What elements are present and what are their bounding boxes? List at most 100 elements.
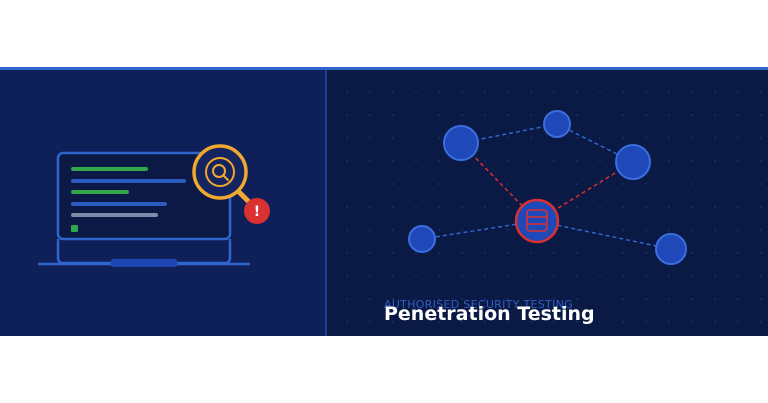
alert-symbol: ! xyxy=(254,204,260,220)
grid-dot xyxy=(737,183,739,185)
grid-dot xyxy=(484,183,486,185)
grid-dot xyxy=(346,229,348,231)
grid-dot xyxy=(438,114,440,116)
grid-dot xyxy=(691,298,693,300)
grid-dot xyxy=(737,229,739,231)
grid-dot xyxy=(737,275,739,277)
grid-dot xyxy=(369,252,371,254)
grid-dot xyxy=(691,229,693,231)
grid-dot xyxy=(369,160,371,162)
grid-dot xyxy=(645,114,647,116)
grid-dot xyxy=(599,252,601,254)
grid-dot xyxy=(415,321,417,323)
grid-dot xyxy=(737,91,739,93)
grid-dot xyxy=(576,183,578,185)
grid-dot xyxy=(415,275,417,277)
grid-dot xyxy=(691,160,693,162)
grid-dot xyxy=(691,321,693,323)
grid-dot xyxy=(484,298,486,300)
grid-dot xyxy=(553,252,555,254)
grid-dot xyxy=(622,321,624,323)
grid-dot xyxy=(645,183,647,185)
grid-dot xyxy=(622,114,624,116)
dot-grid xyxy=(346,91,762,323)
grid-dot xyxy=(714,114,716,116)
grid-dot xyxy=(392,91,394,93)
grid-dot xyxy=(760,229,762,231)
grid-dot xyxy=(599,160,601,162)
grid-dot xyxy=(737,114,739,116)
grid-dot xyxy=(392,183,394,185)
grid-dot xyxy=(645,206,647,208)
grid-dot xyxy=(668,160,670,162)
grid-dot xyxy=(346,252,348,254)
grid-dot xyxy=(668,229,670,231)
grid-dot xyxy=(438,252,440,254)
grid-dot xyxy=(369,114,371,116)
panel-divider xyxy=(325,70,327,336)
grid-dot xyxy=(346,137,348,139)
grid-dot xyxy=(576,206,578,208)
grid-dot xyxy=(576,137,578,139)
grid-dot xyxy=(576,91,578,93)
grid-dot xyxy=(461,183,463,185)
grid-dot xyxy=(530,91,532,93)
grid-dot xyxy=(461,114,463,116)
banner-eyebrow: AUTHORISED SECURITY TESTING xyxy=(384,298,573,311)
grid-dot xyxy=(645,137,647,139)
grid-dot xyxy=(714,137,716,139)
grid-dot xyxy=(576,275,578,277)
code-line xyxy=(71,190,129,194)
grid-dot xyxy=(507,252,509,254)
grid-dot xyxy=(737,252,739,254)
grid-dot xyxy=(346,275,348,277)
grid-dot xyxy=(415,160,417,162)
grid-dot xyxy=(392,137,394,139)
grid-dot xyxy=(576,160,578,162)
grid-dot xyxy=(691,183,693,185)
grid-dot xyxy=(760,91,762,93)
network-node xyxy=(408,225,436,253)
grid-dot xyxy=(484,114,486,116)
grid-dot xyxy=(760,206,762,208)
grid-dot xyxy=(760,160,762,162)
grid-dot xyxy=(507,275,509,277)
grid-dot xyxy=(668,183,670,185)
grid-dot xyxy=(599,298,601,300)
grid-dot xyxy=(530,321,532,323)
grid-dot xyxy=(599,206,601,208)
network-link xyxy=(536,220,672,250)
grid-dot xyxy=(760,321,762,323)
grid-dot xyxy=(622,183,624,185)
grid-dot xyxy=(369,321,371,323)
grid-dot xyxy=(553,275,555,277)
grid-dot xyxy=(576,298,578,300)
network-node xyxy=(615,144,651,180)
grid-dot xyxy=(438,137,440,139)
grid-dot xyxy=(461,206,463,208)
code-line xyxy=(71,167,148,171)
grid-dot xyxy=(346,114,348,116)
grid-dot xyxy=(415,206,417,208)
grid-dot xyxy=(438,91,440,93)
grid-dot xyxy=(415,137,417,139)
grid-dot xyxy=(415,114,417,116)
grid-dot xyxy=(438,321,440,323)
grid-dot xyxy=(599,183,601,185)
hero-banner xyxy=(0,67,768,336)
grid-dot xyxy=(369,183,371,185)
grid-dot xyxy=(737,321,739,323)
grid-dot xyxy=(691,137,693,139)
grid-dot xyxy=(760,114,762,116)
grid-dot xyxy=(507,137,509,139)
cursor-block xyxy=(71,225,78,232)
grid-dot xyxy=(392,321,394,323)
grid-dot xyxy=(346,91,348,93)
grid-dot xyxy=(645,91,647,93)
grid-dot xyxy=(507,91,509,93)
magnifier-icon xyxy=(192,144,254,207)
grid-dot xyxy=(599,91,601,93)
grid-dot xyxy=(691,206,693,208)
grid-dot xyxy=(691,275,693,277)
grid-dot xyxy=(461,321,463,323)
